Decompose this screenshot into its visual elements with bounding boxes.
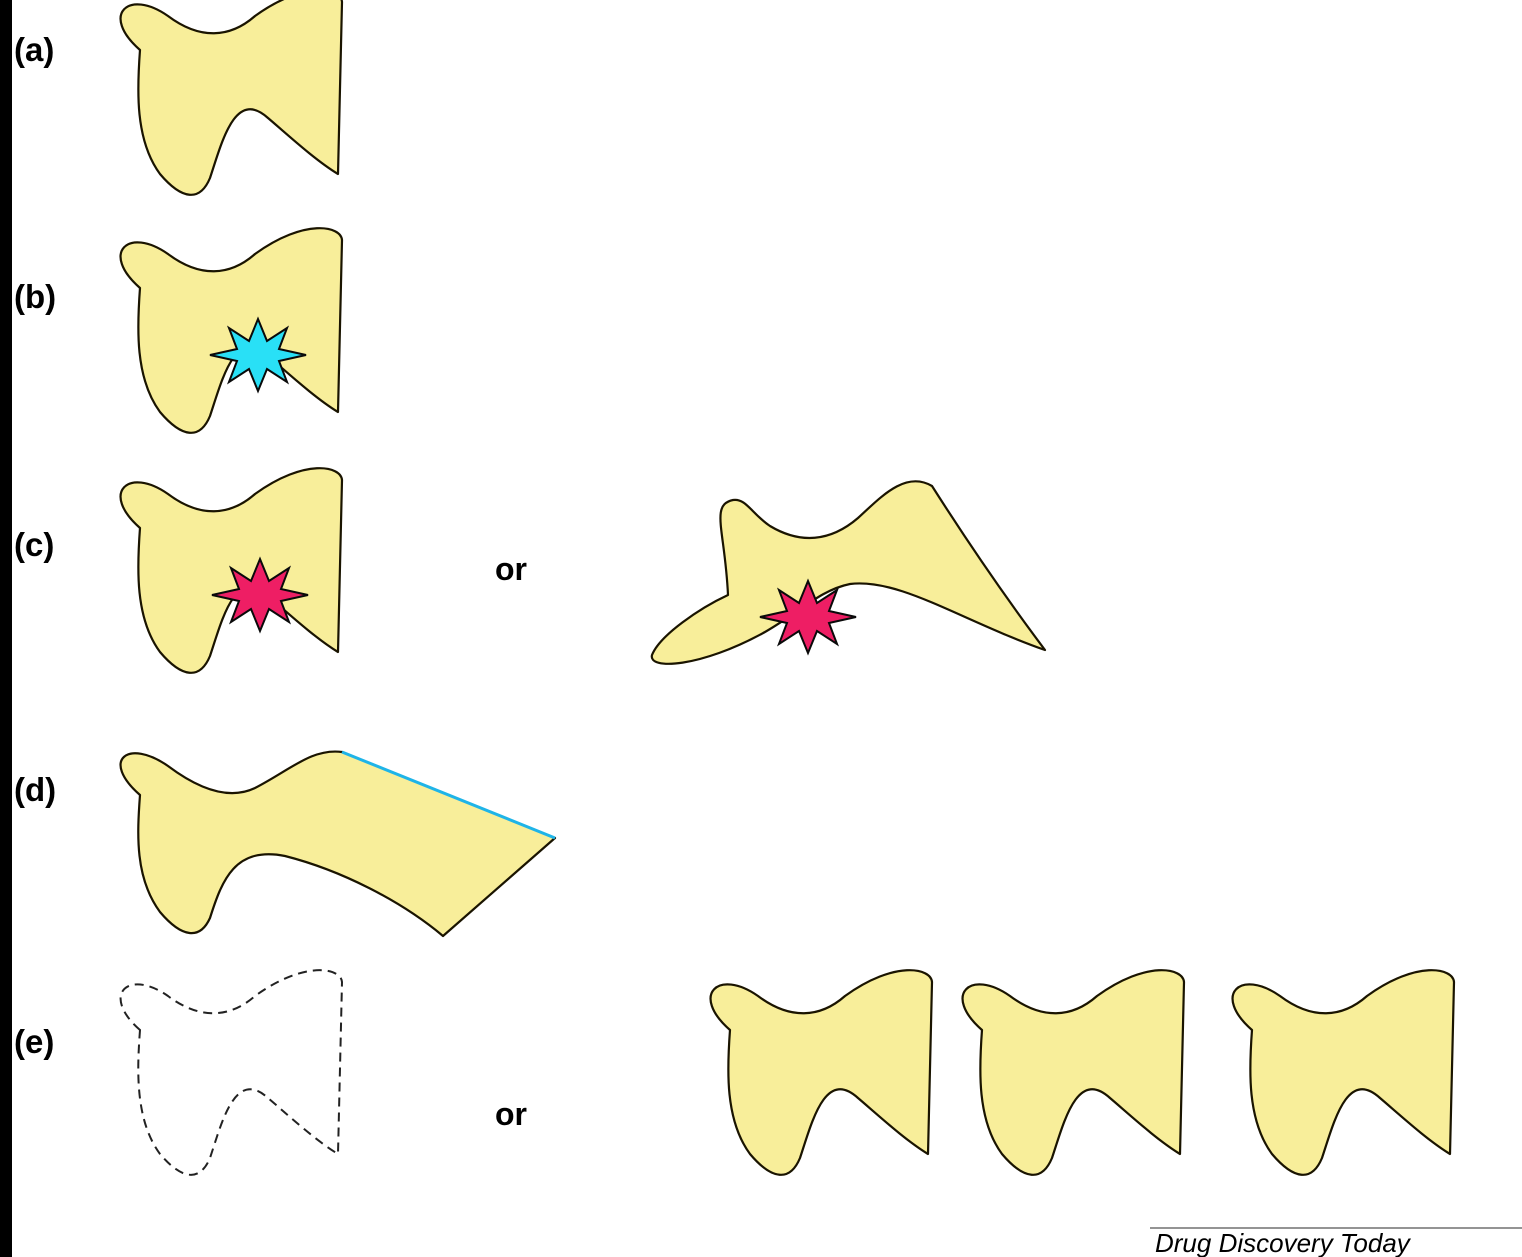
or-text-e: or [495,1096,527,1132]
journal-credit: Drug Discovery Today [1155,1228,1412,1257]
receptor-shape-c-variant [650,480,1047,665]
panel-label-e: (e) [14,1023,54,1060]
receptor-shape-e-1 [709,969,934,1176]
or-text-c: or [495,551,527,587]
receptor-shape-a [119,0,344,196]
receptor-shape-e-2 [961,969,1186,1176]
receptor-shape-e-3 [1231,969,1456,1176]
membrane-edge-line [341,750,556,840]
panel-label-d: (d) [14,771,56,808]
panel-label-a: (a) [14,31,54,68]
receptor-outline-empty [119,969,343,1176]
receptor-shape-d [119,750,557,938]
panel-label-b: (b) [14,278,56,315]
panel-label-c: (c) [14,526,54,563]
